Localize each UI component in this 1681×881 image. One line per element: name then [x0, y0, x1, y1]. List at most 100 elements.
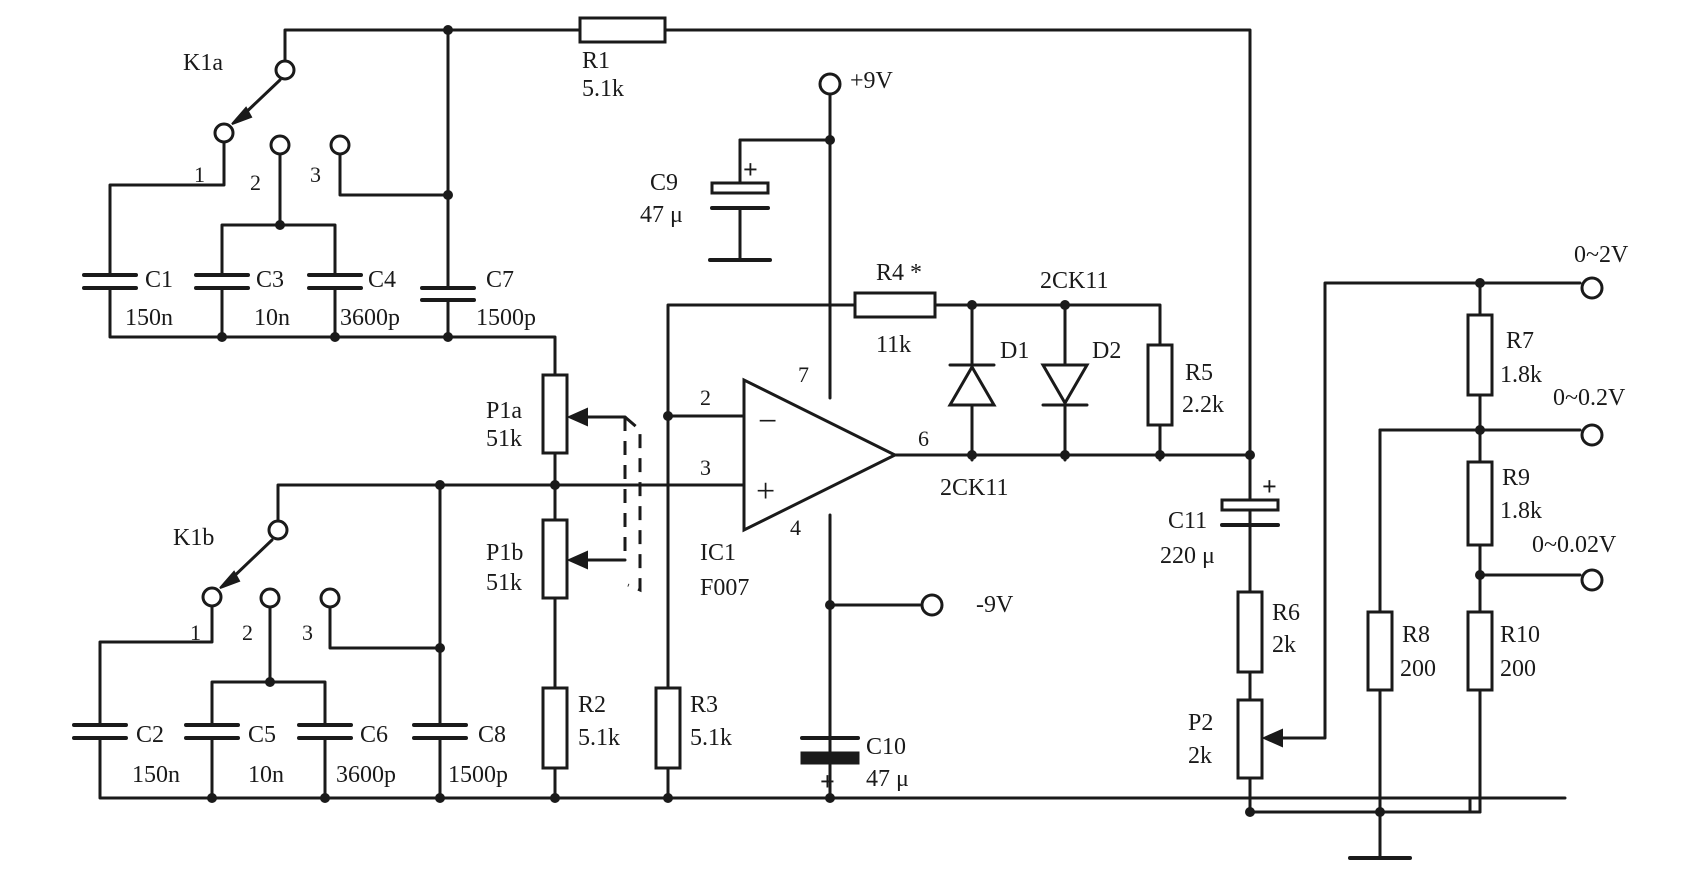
label-supply-positive: +9V: [850, 68, 894, 94]
k1a-position-2: 2: [250, 170, 261, 195]
gang-link-dashed: [623, 415, 642, 593]
value-r4: 11k: [876, 332, 911, 358]
resistor-r3: [654, 686, 682, 770]
value-c11: 220 μ: [1160, 543, 1215, 569]
label-c6: C6: [360, 722, 388, 748]
label-r10: R10: [1500, 622, 1540, 648]
switch-k1b[interactable]: [201, 519, 341, 609]
opamp-pin-4: 4: [790, 515, 801, 540]
label-c1: C1: [145, 267, 173, 293]
label-d2: D2: [1092, 338, 1121, 364]
value-r7: 1.8k: [1500, 362, 1542, 388]
label-c10: C10: [866, 734, 906, 760]
capacitor-c7: [420, 286, 476, 302]
label-r4: R4 *: [876, 260, 922, 286]
k1b-position-2: 2: [242, 620, 253, 645]
output-terminal-2v[interactable]: [1580, 276, 1604, 300]
capacitor-c2: [72, 723, 128, 740]
output-terminal-0-02v[interactable]: [1580, 568, 1604, 592]
resistor-r10: [1466, 610, 1494, 692]
polarity-c11: +: [1262, 472, 1277, 501]
potentiometer-p1b: [541, 518, 627, 600]
value-c3: 10n: [254, 305, 290, 331]
value-r6: 2k: [1272, 632, 1296, 658]
k1a-position-3: 3: [310, 162, 321, 187]
value-c9: 47 μ: [640, 202, 683, 228]
opamp-pin-7: 7: [798, 362, 809, 387]
capacitor-c9: [708, 181, 772, 262]
label-p1b: P1b: [486, 540, 523, 566]
opamp-pin-2: 2: [700, 385, 711, 410]
opamp-minus-sign: −: [758, 403, 777, 440]
resistor-r7: [1466, 313, 1494, 397]
label-ic1: IC1: [700, 540, 736, 566]
label-r5: R5: [1185, 360, 1213, 386]
value-p2: 2k: [1188, 743, 1212, 769]
value-c4: 3600p: [340, 305, 400, 331]
value-c2: 150n: [132, 762, 180, 788]
value-p1a: 51k: [486, 426, 522, 452]
label-c11: C11: [1168, 508, 1207, 534]
label-r7: R7: [1506, 328, 1534, 354]
label-c7: C7: [486, 267, 514, 293]
supply-negative-terminal[interactable]: [920, 593, 944, 617]
resistor-r6: [1236, 590, 1264, 674]
label-c4: C4: [368, 267, 396, 293]
label-c8: C8: [478, 722, 506, 748]
output-terminal-0-2v[interactable]: [1580, 423, 1604, 447]
capacitor-c3: [194, 273, 250, 290]
value-r10: 200: [1500, 656, 1536, 682]
label-c9: C9: [650, 170, 678, 196]
opamp-ic1: [742, 377, 899, 533]
diode-type-bottom: 2CK11: [940, 475, 1008, 501]
resistor-r2: [541, 686, 569, 770]
value-c7: 1500p: [476, 305, 536, 331]
diode-type-top: 2CK11: [1040, 268, 1108, 294]
label-r6: R6: [1272, 600, 1300, 626]
label-c3: C3: [256, 267, 284, 293]
label-p2: P2: [1188, 710, 1213, 736]
value-c8: 1500p: [448, 762, 508, 788]
potentiometer-p2: [1236, 698, 1283, 780]
resistor-r8: [1366, 610, 1394, 692]
value-p1b: 51k: [486, 570, 522, 596]
polarity-c9: +: [743, 155, 758, 184]
capacitor-c8: [412, 723, 468, 740]
label-r2: R2: [578, 692, 606, 718]
wires: [98, 28, 1582, 860]
k1b-position-3: 3: [302, 620, 313, 645]
resistor-r5: [1146, 343, 1174, 427]
resistor-r9: [1466, 460, 1494, 547]
part-ic1: F007: [700, 575, 749, 601]
resistor-r1: [578, 16, 667, 44]
diode-d2: [1040, 363, 1090, 407]
value-r3: 5.1k: [690, 725, 732, 751]
value-c1: 150n: [125, 305, 173, 331]
value-c10: 47 μ: [866, 766, 909, 792]
capacitor-c6: [297, 723, 353, 740]
capacitor-c4: [307, 273, 363, 290]
supply-positive-terminal[interactable]: [818, 72, 842, 96]
label-supply-negative: -9V: [976, 592, 1014, 618]
label-c2: C2: [136, 722, 164, 748]
value-r1: 5.1k: [582, 76, 624, 102]
label-k1b: K1b: [173, 525, 214, 551]
value-r2: 5.1k: [578, 725, 620, 751]
diode-d1: [947, 363, 997, 407]
value-r9: 1.8k: [1500, 498, 1542, 524]
switch-k1a[interactable]: [213, 59, 351, 156]
label-output-2v: 0~2V: [1574, 242, 1629, 268]
polarity-c10: +: [820, 767, 835, 796]
junction-dots: [207, 25, 1485, 817]
capacitor-c1: [82, 273, 138, 290]
label-k1a: K1a: [183, 50, 223, 76]
k1b-position-1: 1: [190, 620, 201, 645]
label-output-0-2v: 0~0.2V: [1553, 385, 1626, 411]
value-r8: 200: [1400, 656, 1436, 682]
label-r3: R3: [690, 692, 718, 718]
potentiometer-p1a: [541, 373, 627, 455]
resistor-r4: [853, 291, 937, 319]
k1a-position-1: 1: [194, 162, 205, 187]
value-r5: 2.2k: [1182, 392, 1224, 418]
